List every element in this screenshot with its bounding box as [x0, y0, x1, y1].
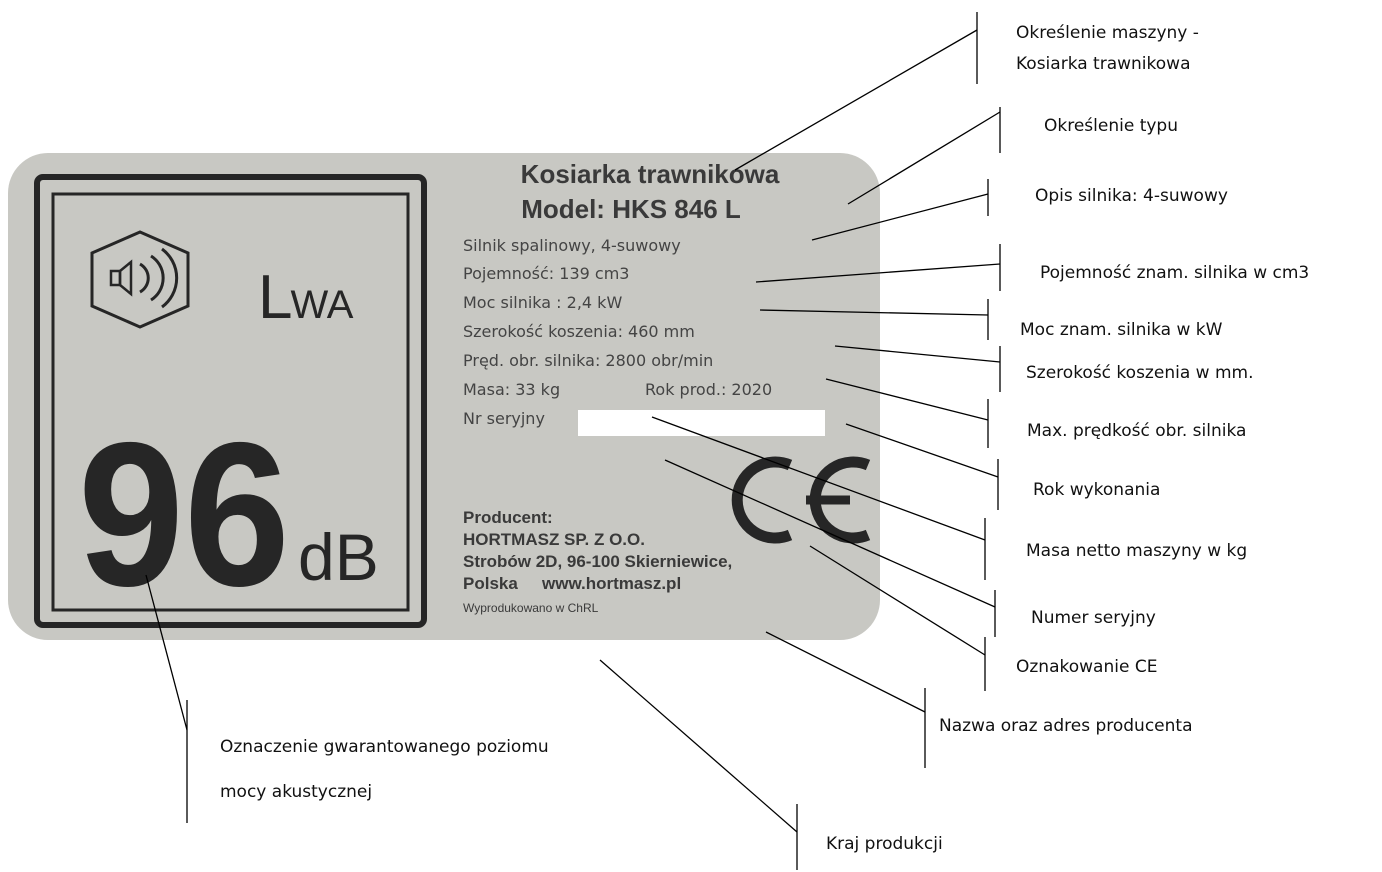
leader-ce [809, 545, 986, 656]
callout-capacity: Pojemność znam. silnika w cm3 [1040, 263, 1309, 283]
callout-noise-line2: mocy akustycznej [220, 782, 372, 802]
leader-producer [765, 631, 926, 713]
callout-machine-line1: Określenie maszyny - [1016, 23, 1199, 43]
callout-producer: Nazwa oraz adres producenta [939, 716, 1193, 736]
callout-serial: Numer seryjny [1031, 608, 1156, 628]
callout-machine-line2: Kosiarka trawnikowa [1016, 54, 1191, 74]
spec-year: Rok prod.: 2020 [645, 380, 772, 399]
leader-lines [145, 12, 1001, 870]
producer-country: Polska [463, 574, 518, 593]
hexagon-icon [90, 230, 190, 329]
leader-serial [664, 459, 996, 608]
producer-address: Strobów 2D, 96-100 Skierniewice, [463, 552, 732, 571]
speaker-cone-icon [118, 259, 133, 297]
callout-ce: Oznakowanie CE [1016, 657, 1157, 677]
leader-cutting-width [834, 345, 1001, 363]
producer-label: Producent: [463, 508, 553, 527]
ce-c-icon [731, 456, 793, 544]
spec-engine-speed: Pręd. obr. silnika: 2800 obr/min [463, 351, 713, 370]
callout-type: Określenie typu [1044, 116, 1178, 136]
leader-year [845, 423, 999, 478]
rating-plate [8, 153, 880, 640]
callout-mass: Masa netto maszyny w kg [1026, 541, 1247, 561]
leader-type [847, 111, 1001, 205]
ce-mark [731, 456, 871, 544]
spec-capacity: Pojemność: 139 cm3 [463, 264, 629, 283]
callout-labels: Określenie maszyny - Kosiarka trawnikowa… [220, 23, 1309, 854]
callout-origin: Kraj produkcji [826, 834, 943, 854]
spec-engine: Silnik spalinowy, 4-suwowy [463, 236, 681, 255]
leader-engine [811, 193, 989, 241]
leader-machine [734, 29, 978, 171]
sound-wave-icon [139, 262, 150, 294]
spec-cutting-width: Szerokość koszenia: 460 mm [463, 322, 695, 341]
spec-serial-label: Nr seryjny [463, 409, 545, 428]
leader-capacity [755, 263, 1001, 283]
callout-engine: Opis silnika: 4-suwowy [1035, 186, 1228, 206]
serial-number-field [578, 410, 825, 436]
leader-origin [599, 659, 798, 833]
leader-noise [145, 574, 188, 731]
callout-year: Rok wykonania [1033, 480, 1160, 500]
noise-panel-inner-frame [51, 192, 410, 612]
leader-mass [651, 416, 986, 541]
sound-power-icon [90, 230, 190, 329]
callout-max-speed: Max. prędkość obr. silnika [1027, 421, 1246, 441]
spec-mass: Masa: 33 kg [463, 380, 560, 399]
spec-power: Moc silnika : 2,4 kW [463, 293, 622, 312]
producer-website: www.hortmasz.pl [541, 574, 681, 593]
plate-model: Model: HKS 846 L [521, 194, 741, 224]
leader-power [759, 309, 989, 316]
plate-title: Kosiarka trawnikowa [521, 159, 780, 189]
callout-noise-line1: Oznaczenie gwarantowanego poziomu [220, 737, 549, 757]
origin-text: Wyprodukowano w ChRL [463, 601, 599, 615]
producer-name: HORTMASZ SP. Z O.O. [463, 530, 645, 549]
lwa-symbol: LWA [258, 263, 354, 332]
noise-level-value: 96 [78, 400, 290, 629]
noise-level-panel: LWA 96 dB [34, 174, 427, 629]
callout-power: Moc znam. silnika w kW [1020, 320, 1223, 340]
noise-panel-outer-frame [34, 174, 427, 628]
sound-wave-icon [150, 254, 165, 302]
leader-max-speed [825, 378, 989, 421]
callout-cutting-width: Szerokość koszenia w mm. [1026, 363, 1253, 383]
sound-wave-icon [161, 247, 179, 309]
noise-level-unit: dB [298, 520, 379, 594]
